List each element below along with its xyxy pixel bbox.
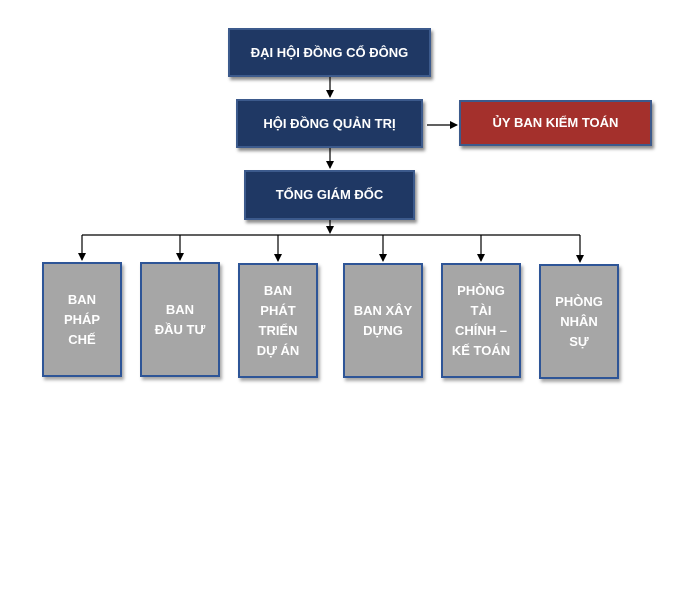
department-box-project-development: BAN PHÁT TRIỂN DỰ ÁN — [238, 263, 318, 378]
department-box-human-resources: PHÒNG NHÂN SỰ — [539, 264, 619, 379]
department-label: PHÒNG NHÂN SỰ — [555, 293, 603, 349]
audit-committee-label: ỦY BAN KIỂM TOÁN — [492, 115, 619, 130]
audit-committee-box: ỦY BAN KIỂM TOÁN — [459, 100, 652, 146]
department-label: BAN PHÁP CHẾ — [63, 291, 101, 347]
board-of-directors-label: HỘI ĐỒNG QUẢN TRỊ — [263, 115, 396, 131]
ceo-label: TỔNG GIÁM ĐỐC — [275, 187, 384, 202]
general-meeting-box: ĐẠI HỘI ĐỒNG CỔ ĐÔNG — [228, 28, 431, 77]
department-label: PHÒNG TÀI CHÍNH – KẾ TOÁN — [451, 282, 511, 358]
department-label: BAN ĐẦU TƯ — [154, 301, 206, 337]
department-label: BAN XÂY DỰNG — [353, 302, 413, 338]
department-box-legal: BAN PHÁP CHẾ — [42, 262, 122, 377]
general-meeting-label: ĐẠI HỘI ĐỒNG CỔ ĐÔNG — [250, 44, 409, 60]
ceo-box: TỔNG GIÁM ĐỐC — [244, 170, 415, 220]
department-box-construction: BAN XÂY DỰNG — [343, 263, 423, 378]
department-box-finance-accounting: PHÒNG TÀI CHÍNH – KẾ TOÁN — [441, 263, 521, 378]
department-box-investment: BAN ĐẦU TƯ — [140, 262, 220, 377]
department-label: BAN PHÁT TRIỂN DỰ ÁN — [256, 282, 300, 358]
board-of-directors-box: HỘI ĐỒNG QUẢN TRỊ — [236, 99, 423, 148]
